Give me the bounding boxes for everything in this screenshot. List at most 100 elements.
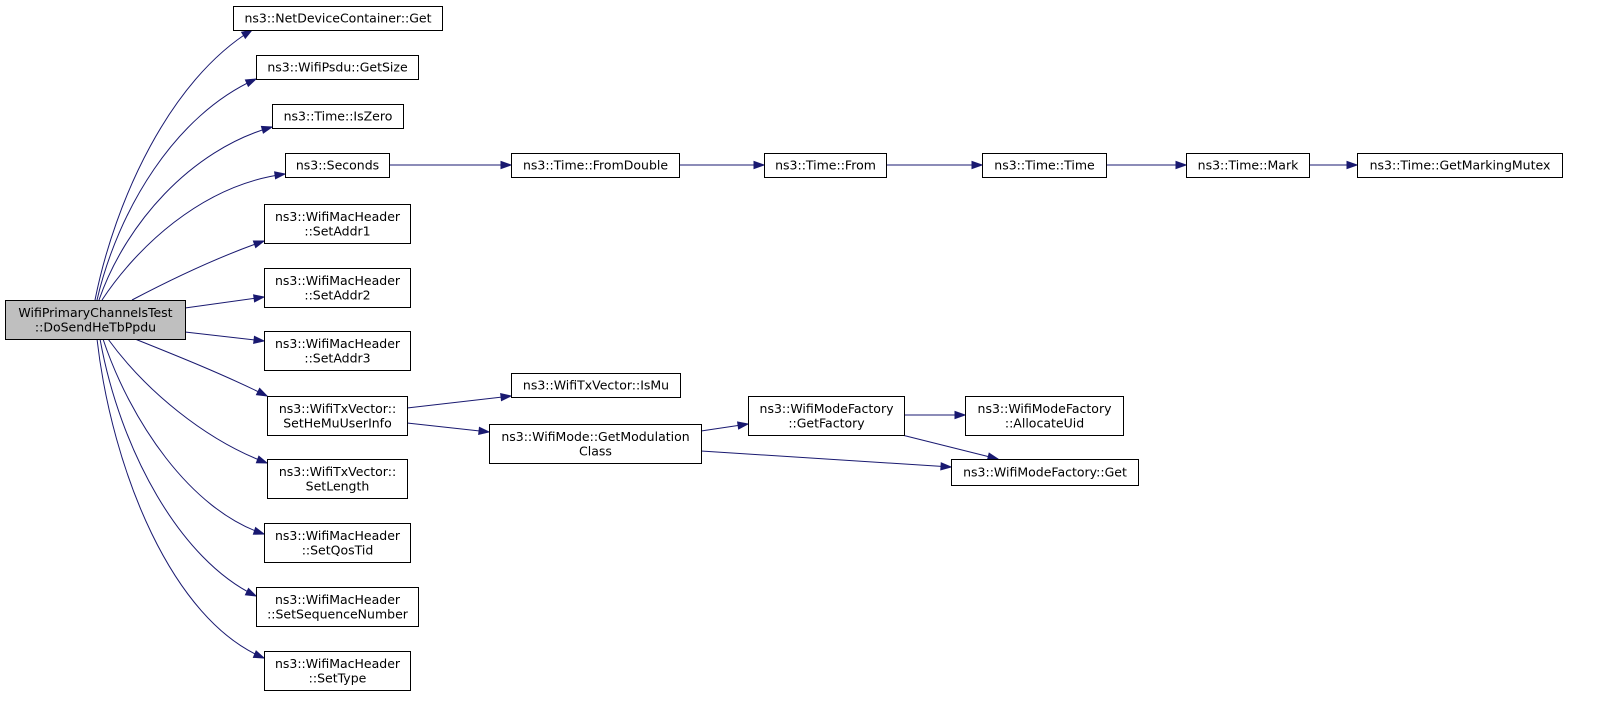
node-label: ns3::Time::GetMarkingMutex <box>1370 158 1551 173</box>
node-label: ns3::WifiTxVector:: <box>279 401 396 416</box>
edge-root-to-psdu_getsize <box>96 78 258 301</box>
node-label: SetHeMuUserInfo <box>283 415 391 430</box>
edge-time_mark-to-time_getmarkingmutex <box>1309 160 1359 170</box>
arrowhead-icon <box>500 393 513 402</box>
node-ndc_get[interactable]: ns3::NetDeviceContainer::Get <box>233 6 443 31</box>
node-time_mark[interactable]: ns3::Time::Mark <box>1186 153 1310 178</box>
edge-root-to-setqostid <box>102 338 266 535</box>
edge-getfactory-to-allocateuid <box>904 410 967 420</box>
edge-sethemuuserinfo-to-ismu <box>406 393 513 409</box>
edge-line <box>99 338 257 597</box>
node-box <box>764 153 887 178</box>
edge-root-to-sethemuuserinfo <box>134 338 269 397</box>
node-box <box>233 6 443 31</box>
node-sethemuuserinfo[interactable]: ns3::WifiTxVector::SetHeMuUserInfo <box>267 396 408 436</box>
node-settype[interactable]: ns3::WifiMacHeader::SetType <box>264 651 411 691</box>
node-label: ::SetAddr1 <box>304 223 370 238</box>
edge-line <box>96 338 265 659</box>
node-label: ns3::WifiMacHeader <box>275 656 401 671</box>
node-label: ::SetSequenceNumber <box>267 606 409 621</box>
node-box <box>489 424 702 464</box>
edge-root-to-time_iszero <box>98 125 274 301</box>
edge-time_fromdouble-to-time_from <box>679 160 766 170</box>
edge-root-to-setaddr3 <box>184 331 266 344</box>
node-root[interactable]: WifiPrimaryChannelsTest::DoSendHeTbPpdu <box>5 300 186 340</box>
node-ismu[interactable]: ns3::WifiTxVector::IsMu <box>511 373 681 398</box>
edge-root-to-seconds <box>101 171 287 301</box>
node-time_from[interactable]: ns3::Time::From <box>764 153 887 178</box>
node-getfactory[interactable]: ns3::WifiModeFactory::GetFactory <box>748 396 905 436</box>
arrowhead-icon <box>244 78 258 88</box>
arrowhead-icon <box>736 421 750 430</box>
edge-root-to-setsequencenumber <box>99 338 258 597</box>
node-label: ns3::Time::IsZero <box>284 109 393 124</box>
node-label: Class <box>579 443 612 458</box>
node-box <box>1186 153 1310 178</box>
node-setaddr3[interactable]: ns3::WifiMacHeader::SetAddr3 <box>264 331 411 371</box>
root-node-box <box>5 300 186 340</box>
edge-line <box>101 173 286 301</box>
node-box <box>256 587 419 627</box>
node-box <box>272 104 404 129</box>
node-label: ns3::WifiMode::GetModulation <box>501 429 689 444</box>
node-box <box>511 373 681 398</box>
node-wmf_get[interactable]: ns3::WifiModeFactory::Get <box>951 459 1139 486</box>
node-setlength[interactable]: ns3::WifiTxVector::SetLength <box>267 459 408 499</box>
node-time_iszero[interactable]: ns3::Time::IsZero <box>272 104 404 129</box>
node-box <box>264 651 411 691</box>
node-label: ns3::WifiMacHeader <box>275 528 401 543</box>
edge-root-to-setaddr1 <box>131 240 266 301</box>
node-time_fromdouble[interactable]: ns3::Time::FromDouble <box>511 153 680 178</box>
edges-layer <box>94 29 1359 659</box>
arrowhead-icon <box>255 455 269 464</box>
arrowhead-icon <box>274 171 287 180</box>
node-label: ::DoSendHeTbPpdu <box>35 319 156 334</box>
node-label: ns3::Seconds <box>296 158 379 173</box>
node-label: ns3::Time::Time <box>994 158 1095 173</box>
node-allocateuid[interactable]: ns3::WifiModeFactory::AllocateUid <box>965 396 1124 436</box>
arrowhead-icon <box>252 650 266 659</box>
node-setaddr2[interactable]: ns3::WifiMacHeader::SetAddr2 <box>264 268 411 308</box>
node-label: ::SetType <box>309 670 367 685</box>
node-label: ::AllocateUid <box>1005 415 1084 430</box>
node-box <box>1357 153 1563 178</box>
node-box <box>267 459 408 499</box>
edge-time_from-to-time_time <box>886 160 984 170</box>
arrowhead-icon <box>500 160 513 170</box>
arrowhead-icon <box>244 587 258 597</box>
arrowhead-icon <box>252 240 266 249</box>
arrowhead-icon <box>253 335 266 344</box>
edge-root-to-ndc_get <box>94 29 254 301</box>
arrowhead-icon <box>986 452 1000 461</box>
edge-line <box>184 296 265 309</box>
arrowhead-icon <box>478 426 491 436</box>
edge-line <box>406 395 512 409</box>
node-psdu_getsize[interactable]: ns3::WifiPsdu::GetSize <box>256 55 419 80</box>
node-setqostid[interactable]: ns3::WifiMacHeader::SetQosTid <box>264 523 411 563</box>
node-label: ns3::WifiPsdu::GetSize <box>267 60 408 75</box>
edge-line <box>107 338 268 464</box>
arrowhead-icon <box>255 387 269 397</box>
node-box <box>264 523 411 563</box>
node-setsequencenumber[interactable]: ns3::WifiMacHeader::SetSequenceNumber <box>256 587 419 627</box>
node-setaddr1[interactable]: ns3::WifiMacHeader::SetAddr1 <box>264 204 411 244</box>
node-label: ::SetAddr2 <box>304 287 370 302</box>
node-label: ::SetQosTid <box>302 542 374 557</box>
node-box <box>965 396 1124 436</box>
edge-getfactory-to-wmf_get <box>901 434 1000 461</box>
edge-line <box>131 240 265 301</box>
node-time_getmarkingmutex[interactable]: ns3::Time::GetMarkingMutex <box>1357 153 1563 178</box>
node-label: WifiPrimaryChannelsTest <box>18 305 172 320</box>
node-time_time[interactable]: ns3::Time::Time <box>982 153 1107 178</box>
node-label: SetLength <box>306 478 370 493</box>
edge-sethemuuserinfo-to-getmodulationclass <box>406 422 491 436</box>
edge-getmodulationclass-to-getfactory <box>700 421 750 432</box>
node-box <box>982 153 1107 178</box>
node-box <box>256 55 419 80</box>
edge-line <box>901 434 999 460</box>
edge-line <box>184 331 265 342</box>
node-seconds[interactable]: ns3::Seconds <box>285 153 390 178</box>
edge-line <box>406 422 490 433</box>
